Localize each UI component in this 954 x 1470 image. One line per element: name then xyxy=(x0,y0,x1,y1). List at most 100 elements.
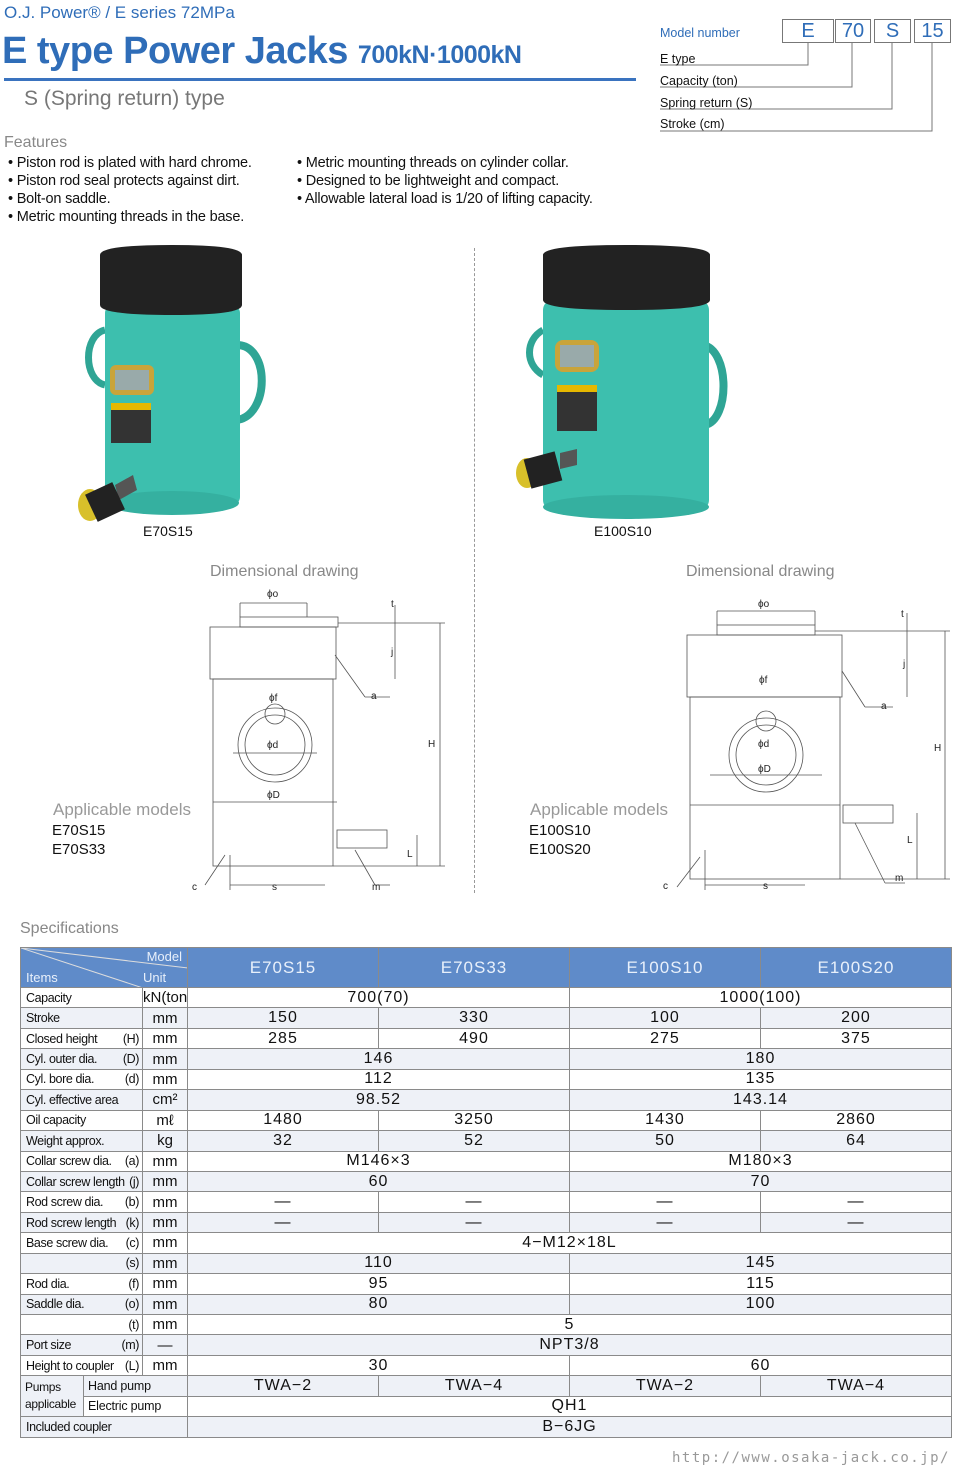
spec-ref: (o) xyxy=(124,1297,139,1312)
specifications-heading: Specifications xyxy=(20,920,119,937)
spec-unit: kN(ton) xyxy=(141,986,189,1009)
spec-item-label: Rod dia. xyxy=(26,1276,70,1291)
table-row: Capacity kN(ton)700(70)1000(100) xyxy=(20,986,953,1009)
spec-unit: mm xyxy=(141,1313,189,1336)
model-header: E100S10 xyxy=(568,947,761,988)
spec-value: 1480 xyxy=(187,1109,379,1132)
spec-ref: (H) xyxy=(122,1031,140,1046)
features-heading: Features xyxy=(4,134,68,151)
spec-value: 700(70) xyxy=(187,986,570,1009)
label-s: s xyxy=(272,882,277,893)
label-D: ϕD xyxy=(758,764,771,775)
spec-value: B−6JG xyxy=(187,1416,952,1438)
applicable-heading-left: Applicable models xyxy=(53,800,191,819)
title-main: E type Power Jacks xyxy=(2,30,348,72)
spec-value: 135 xyxy=(568,1068,953,1091)
title-capacity: 700kN·1000kN xyxy=(357,41,522,69)
spec-value: TWA−4 xyxy=(378,1375,570,1397)
label-o: ϕo xyxy=(267,589,279,600)
spec-item: Saddle dia.(o) xyxy=(20,1293,143,1316)
title-rule xyxy=(4,78,636,81)
table-row: Port size(m)—NPT3/8 xyxy=(20,1334,952,1356)
applicable-model: E70S15 xyxy=(52,822,106,839)
spec-item: Height to coupler(L) xyxy=(20,1354,143,1377)
spec-item: Weight approx. xyxy=(20,1130,143,1152)
spec-ref: (j) xyxy=(129,1174,139,1189)
label-d: ϕd xyxy=(267,740,278,751)
spec-value: 145 xyxy=(568,1252,953,1275)
spec-item-label: Port size xyxy=(26,1338,72,1353)
spec-value: 80 xyxy=(187,1293,570,1316)
spec-value: 98.52 xyxy=(187,1089,570,1111)
spec-item-label: Rod screw length xyxy=(26,1215,117,1230)
spec-item: Collar screw dia.(a) xyxy=(20,1150,143,1172)
model-box-capacity: 70 xyxy=(835,19,871,43)
label-a: a xyxy=(371,691,377,702)
spec-value: TWA−2 xyxy=(568,1375,761,1397)
spec-ref: (f) xyxy=(128,1276,139,1291)
label-D: ϕD xyxy=(267,790,280,801)
spec-item: Cyl. outer dia.(D) xyxy=(20,1048,143,1070)
spec-value: 4−M12×18L xyxy=(187,1232,952,1254)
model-box-stroke: 15 xyxy=(914,19,951,43)
spec-value: 112 xyxy=(187,1068,570,1091)
label-m: m xyxy=(372,882,380,893)
spec-unit: mm xyxy=(141,1211,189,1234)
spec-value: 1000(100) xyxy=(568,986,953,1009)
label-m: m xyxy=(895,873,903,884)
spec-value: 200 xyxy=(759,1007,953,1029)
column-divider xyxy=(474,248,475,893)
label-H: H xyxy=(934,743,941,754)
spec-item: Cyl. bore dia.(d) xyxy=(20,1068,143,1091)
spec-value: M180×3 xyxy=(568,1150,953,1172)
spec-item-label: Capacity xyxy=(26,990,72,1005)
spec-value: — xyxy=(378,1211,570,1234)
spec-value: 285 xyxy=(187,1027,379,1050)
spec-value: 3250 xyxy=(378,1109,570,1132)
table-header-row: Model Items Unit E70S15 E70S33 E100S10 E… xyxy=(19,947,953,988)
feature-item: • Designed to be lightweight and compact… xyxy=(297,173,560,189)
spec-value: 275 xyxy=(568,1027,761,1050)
spec-value: — xyxy=(759,1191,953,1213)
jack-photo-e70s15 xyxy=(78,245,266,522)
label-a: a xyxy=(881,701,887,712)
spec-subitem-label: Electric pump xyxy=(82,1395,189,1418)
spec-unit: mm xyxy=(141,1273,189,1295)
label-t: t xyxy=(391,599,394,610)
page-title: E type Power Jacks 700kN·1000kN xyxy=(2,30,522,73)
spec-value: 30 xyxy=(187,1354,570,1377)
legend-type: E type xyxy=(660,52,696,66)
corner-items-label: Items xyxy=(26,970,58,985)
spec-item-label: Height to coupler xyxy=(26,1358,114,1373)
spec-value: — xyxy=(759,1211,953,1234)
feature-item: • Piston rod seal protects against dirt. xyxy=(8,173,240,189)
drawing-title-right: Dimensional drawing xyxy=(686,563,835,580)
spec-unit: mm xyxy=(141,1232,189,1254)
spec-item-label: Oil capacity xyxy=(26,1113,86,1128)
model-header: E70S15 xyxy=(187,947,379,988)
spec-item-label: Cyl. effective area xyxy=(26,1092,119,1107)
corner-header: Model Items Unit xyxy=(19,947,189,988)
label-o: ϕo xyxy=(758,599,770,610)
spec-item: Stroke xyxy=(20,1007,143,1029)
spec-unit: mm xyxy=(141,1150,189,1172)
table-row: Rod screw length(k)mm———— xyxy=(20,1211,953,1234)
spec-item: Capacity xyxy=(20,986,143,1009)
spec-unit: kg xyxy=(141,1130,189,1152)
footer-url[interactable]: http://www.osaka-jack.co.jp/ xyxy=(671,1450,950,1466)
applicable-model: E70S33 xyxy=(52,841,106,858)
spec-value: 50 xyxy=(568,1130,761,1152)
spec-value: 95 xyxy=(187,1273,570,1295)
spec-value: — xyxy=(187,1191,379,1213)
feature-item: • Bolt-on saddle. xyxy=(8,191,111,207)
spec-value: 490 xyxy=(378,1027,570,1050)
spec-value: 115 xyxy=(568,1273,953,1295)
spec-unit: mm xyxy=(141,1191,189,1213)
label-H: H xyxy=(428,739,435,750)
spec-unit: mℓ xyxy=(141,1109,189,1132)
spec-unit: cm² xyxy=(141,1089,189,1111)
